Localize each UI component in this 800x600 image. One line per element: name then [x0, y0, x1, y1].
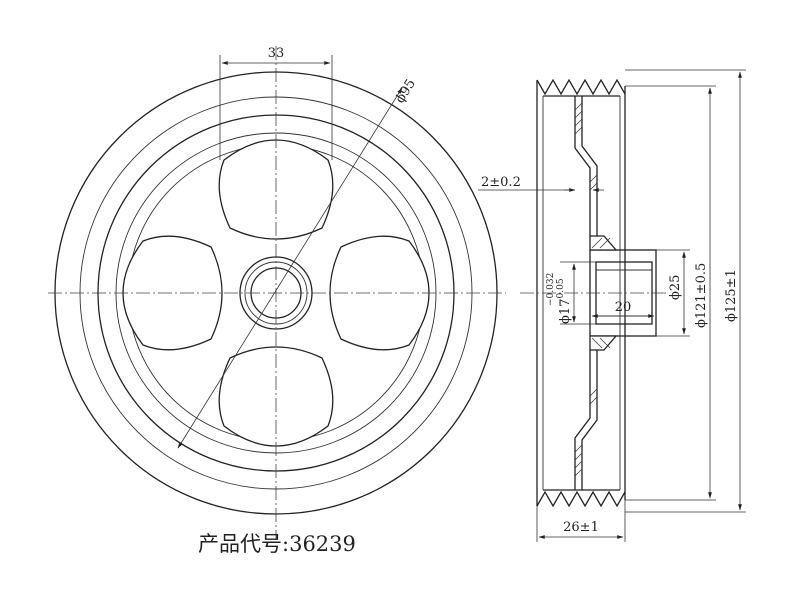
product-code-label: 产品代号:	[198, 532, 290, 556]
groove-profile-top	[536, 78, 626, 96]
product-code-value: 36239	[289, 532, 356, 556]
dim-hub-length-label: 20	[615, 300, 632, 315]
dim-diameter-label: ϕ95	[393, 77, 419, 106]
web-profile-lower-left	[574, 350, 591, 490]
dim-overall-width-label: 26±1	[563, 520, 599, 535]
web-profile-upper-left	[574, 96, 591, 236]
web-profile-lower-right	[581, 350, 598, 490]
groove-profile-bottom	[536, 490, 626, 508]
dim-bore-base-label: ϕ17	[558, 299, 573, 324]
front-view: 33 ϕ95	[48, 46, 506, 540]
rim-section-hatch-bottom	[574, 388, 598, 477]
dim-bore-upper-label: −0.032	[546, 273, 556, 306]
rim-section-hatch-top	[574, 102, 598, 191]
product-code-caption: 产品代号:36239	[198, 528, 356, 558]
hub-hatch-bottom	[589, 335, 618, 351]
diameter-dimension-line	[177, 87, 403, 449]
hub-hatch-top	[589, 235, 618, 251]
dim-bore-lower-label: −0.05	[556, 278, 566, 306]
dim-inner-diameter-label: ϕ121±0.5	[694, 263, 709, 328]
dim-wall-label: 2±0.2	[481, 175, 521, 190]
side-view: 2±0.2 ϕ17 −0.032 −0.05 20 ϕ25 ϕ121±0.5 ϕ…	[478, 69, 746, 542]
web-profile-upper-right	[581, 96, 598, 236]
dim-hub-diameter-label: ϕ25	[668, 275, 683, 300]
dim-width-label: 33	[268, 46, 285, 61]
dim-outer-diameter-label: ϕ125±1	[724, 269, 739, 322]
